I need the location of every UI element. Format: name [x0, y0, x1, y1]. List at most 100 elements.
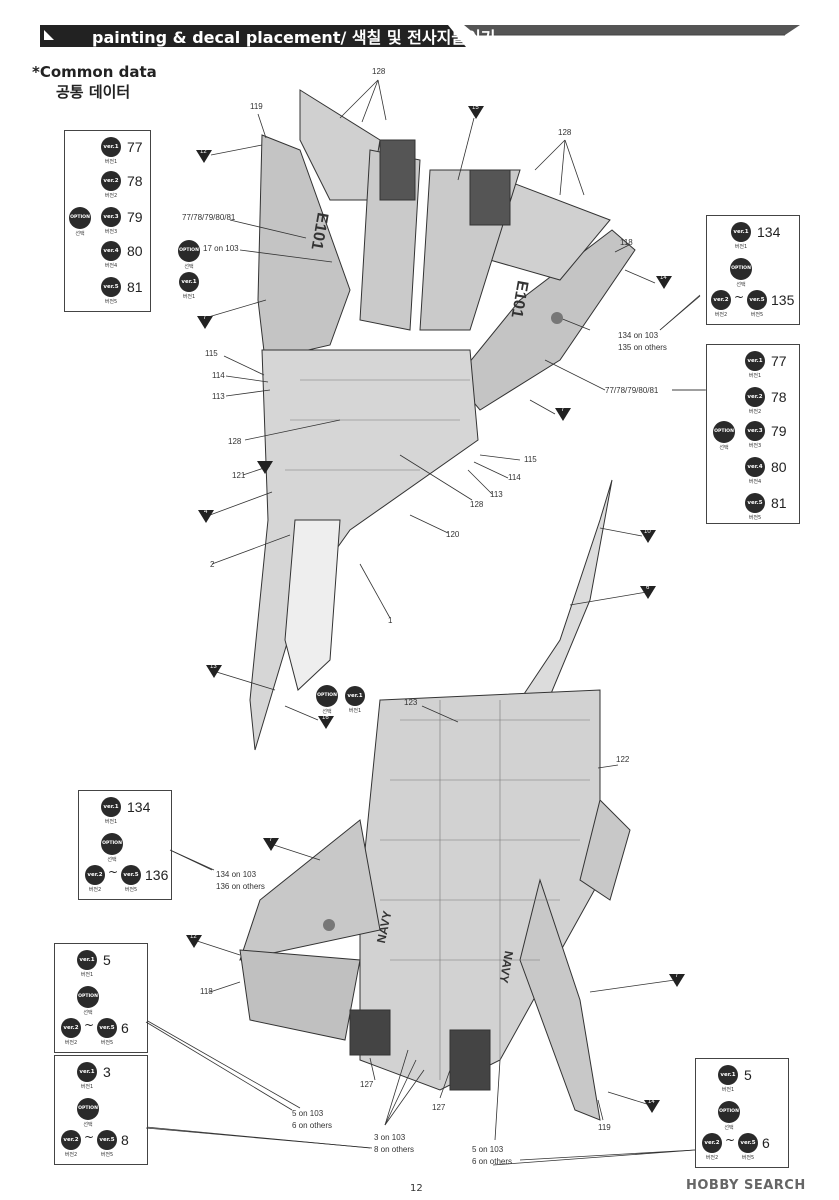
callout-128c: 128 — [228, 437, 242, 446]
ver5-sub: 버전5 — [748, 515, 762, 521]
callout-134on103b: 134 on 103 — [216, 870, 257, 879]
ver1-sub: 버전1 — [721, 1087, 735, 1093]
callout-127b: 127 — [432, 1103, 446, 1112]
range-tilde: ~ — [734, 290, 745, 304]
callout-114b: 114 — [508, 473, 521, 482]
decal-num: 78 — [771, 389, 787, 405]
decal-box-a: ver.1 버전1 77 ver.2 버전2 78 OPTION 선택 ver.… — [64, 130, 151, 312]
bottom-nozzle-left — [349, 1009, 391, 1056]
option-sub: 선택 — [184, 264, 194, 270]
ver5-badge: ver.5 — [97, 1130, 117, 1150]
decal-num: 134 — [127, 799, 151, 815]
ver2-sub: 버전2 — [748, 409, 762, 415]
ver3-badge: ver.3 — [745, 421, 765, 441]
range-tilde: ~ — [84, 1018, 95, 1032]
callout-1: 1 — [388, 616, 393, 625]
ver1-sub: 버전1 — [734, 244, 748, 250]
option-badge: OPTION — [718, 1101, 740, 1123]
callout-6othersa: 6 on others — [292, 1121, 333, 1130]
decal-num: 78 — [127, 173, 143, 189]
option-badge: OPTION — [316, 685, 338, 707]
top-left-stab — [299, 89, 381, 201]
callout-5on103a: 5 on 103 — [292, 1109, 324, 1118]
option-sub: 선택 — [322, 709, 332, 715]
ver5-badge: ver.5 — [101, 277, 121, 297]
ver3-sub: 버전3 — [748, 443, 762, 449]
decal-num: 79 — [127, 209, 143, 225]
ver2-sub: 버전2 — [88, 887, 102, 893]
callout-2: 2 — [210, 560, 215, 569]
bottom-left-wing — [239, 819, 381, 961]
range-tilde: ~ — [108, 865, 119, 879]
ver1-badge: ver.1 — [718, 1065, 738, 1085]
section-header: painting & decal placement/ 색칠 및 전사지붙이기 — [40, 22, 800, 50]
callout-17on103: 17 on 103 — [203, 244, 239, 253]
decal-num: 81 — [127, 279, 143, 295]
decal-box-b: ver.1 버전1 134 OPTION 선택 ver.2 버전2 ~ ver.… — [706, 215, 800, 325]
bottom-right-glove — [579, 799, 631, 901]
callout-115a: 115 — [205, 349, 218, 358]
header-banner-graphic — [40, 25, 800, 47]
callout-135others: 135 on others — [618, 343, 667, 352]
common-data-en: *Common data — [32, 63, 157, 81]
decal-num: 5 — [744, 1067, 752, 1083]
ver1-sub: 버전1 — [348, 708, 362, 714]
ver4-sub: 버전4 — [104, 263, 118, 269]
ver1-badge: ver.1 — [731, 222, 751, 242]
ver1-sub: 버전1 — [182, 294, 196, 300]
callout-8others: 8 on others — [374, 1145, 415, 1154]
decal-num: 135 — [771, 292, 795, 308]
decal-num: 3 — [103, 1064, 111, 1080]
ver5-sub: 버전5 — [741, 1155, 755, 1161]
ver2-badge: ver.2 — [711, 290, 731, 310]
option-sub: 선택 — [724, 1125, 734, 1131]
ver5-sub: 버전5 — [750, 312, 764, 318]
option-badge: OPTION — [101, 833, 123, 855]
ver1-badge: ver.1 — [101, 137, 121, 157]
ver2-badge: ver.2 — [85, 865, 105, 885]
decal-num: 136 — [145, 867, 169, 883]
ver1-badge: ver.1 — [345, 686, 365, 706]
ver4-sub: 버전4 — [748, 479, 762, 485]
tri-15: 15 — [472, 105, 479, 111]
option-sub: 선택 — [736, 282, 746, 288]
ver1-sub: 버전1 — [104, 819, 118, 825]
ver5-badge: ver.5 — [738, 1133, 758, 1153]
option-sub: 선택 — [83, 1122, 93, 1128]
callout-6othersb: 6 on others — [472, 1157, 513, 1166]
tri-12a: 12 — [200, 149, 207, 155]
ver5-badge: ver.5 — [747, 290, 767, 310]
ver1-badge: ver.1 — [77, 950, 97, 970]
decal-num: 8 — [121, 1132, 129, 1148]
top-nozzle-right — [469, 169, 511, 226]
top-canopy — [284, 519, 341, 691]
option-badge: OPTION — [77, 1098, 99, 1120]
callout-119a: 119 — [250, 102, 263, 111]
callout-77-81a: 77/78/79/80/81 — [182, 213, 236, 222]
ver1-sub: 버전1 — [104, 159, 118, 165]
ver1-badge: ver.1 — [745, 351, 765, 371]
common-data-ko: 공통 데이터 — [56, 83, 131, 101]
ver3-badge: ver.3 — [101, 207, 121, 227]
top-nozzle-left — [379, 139, 416, 201]
ver2-badge: ver.2 — [702, 1133, 722, 1153]
decal-num: 134 — [757, 224, 781, 240]
ver2-sub: 버전2 — [104, 193, 118, 199]
decal-box-e: ver.1 버전1 5 OPTION 선택 ver.2 버전2 ~ ver.5 … — [54, 943, 148, 1053]
page-number: 12 — [410, 1183, 423, 1194]
ver4-badge: ver.4 — [101, 241, 121, 261]
insignia-marks — [323, 312, 563, 931]
ver2-sub: 버전2 — [64, 1152, 78, 1158]
header-title: painting & decal placement/ 색칠 및 전사지붙이기 — [92, 28, 496, 47]
option-badge: OPTION — [178, 240, 200, 262]
callout-118a: 118 — [620, 238, 633, 247]
callout-127a: 127 — [360, 1080, 374, 1089]
tri-7d: 7 — [675, 973, 679, 979]
ver5-badge: ver.5 — [121, 865, 141, 885]
decal-num: 79 — [771, 423, 787, 439]
ver2-badge: ver.2 — [745, 387, 765, 407]
option-sub: 선택 — [107, 857, 117, 863]
tri-12b: 12 — [190, 934, 197, 940]
decal-num: 81 — [771, 495, 787, 511]
